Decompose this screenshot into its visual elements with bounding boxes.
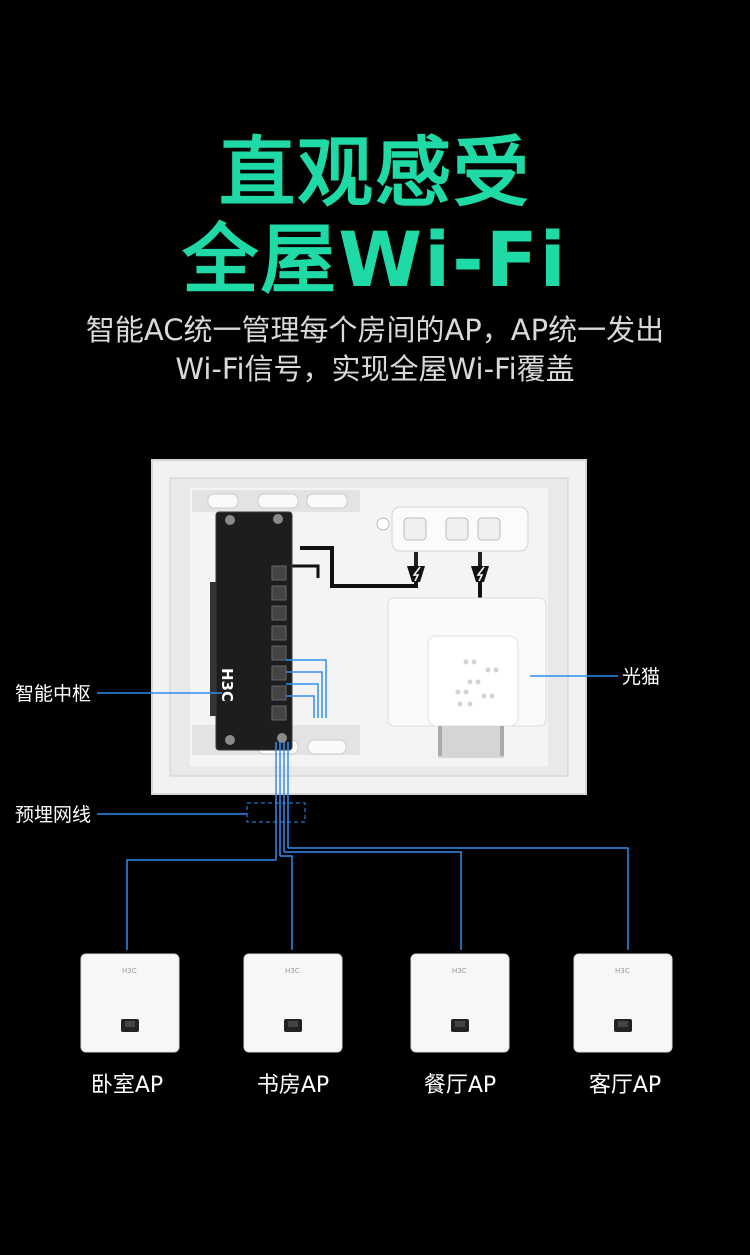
ap-device-icon: H3C [243,953,343,1053]
ap-device-icon: H3C [573,953,673,1053]
subtitle-line2: Wi-Fi信号，实现全屋Wi-Fi覆盖 [175,352,575,386]
switch-brand-logo: H3C [218,668,236,702]
ap-panel-study: H3C [243,953,343,1057]
subtitle-line1: 智能AC统一管理每个房间的AP，AP统一发出 [85,313,665,347]
ap-label-dining: 餐厅AP [423,1073,497,1098]
network-box-illustration: H3C [97,459,629,875]
ap-brand-logo: H3C [122,967,137,975]
ap-label-living: 客厅AP [588,1073,662,1098]
ap-brand-logo: H3C [285,967,300,975]
ap-panel-bedroom: H3C [80,953,180,1057]
callout-smart-hub: 智能中枢 [15,683,92,705]
ap-device-icon: H3C [80,953,180,1053]
ap-panel-living: H3C [573,953,673,1057]
headline-line1: 直观感受 [219,128,531,217]
headline-line2: 全屋Wi-Fi [182,215,568,304]
ap-label-study: 书房AP [256,1073,330,1098]
ap-brand-logo: H3C [452,967,467,975]
ap-brand-logo: H3C [615,967,630,975]
ap-device-icon: H3C [410,953,510,1053]
callout-optical-modem: 光猫 [622,666,661,688]
ap-panel-dining: H3C [410,953,510,1057]
ap-connection-lines [126,875,629,950]
callout-buried-wire: 预埋网线 [15,804,92,826]
ap-label-bedroom: 卧室AP [90,1073,164,1098]
